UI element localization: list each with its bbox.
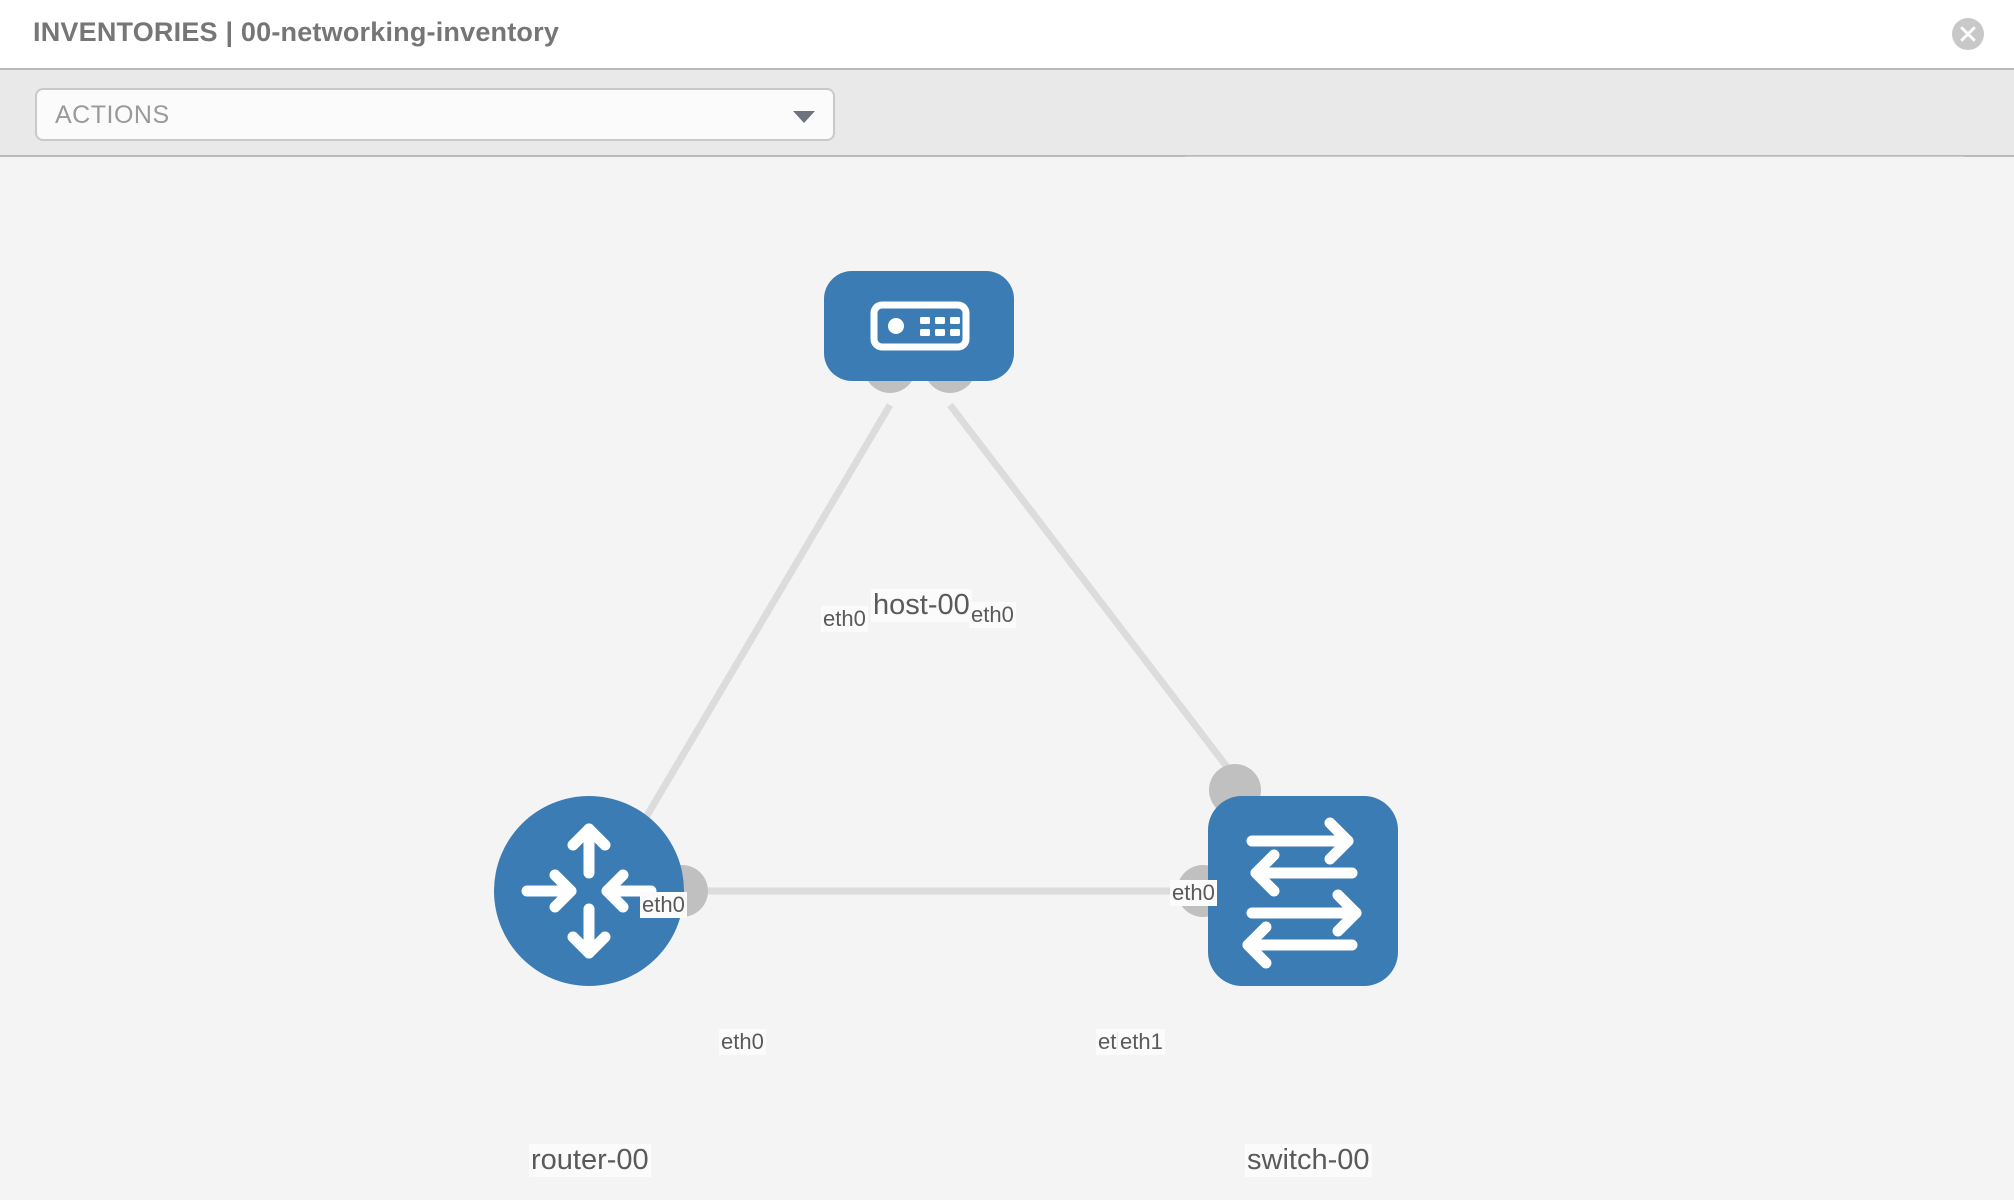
node-label-switch-00[interactable]: switch-00 (1245, 1144, 1372, 1177)
node-label-host-00[interactable]: host-00 (871, 589, 972, 622)
node-host-00 (824, 271, 1014, 381)
topology-links (596, 402, 1253, 897)
node-router-00 (494, 796, 684, 986)
topology-canvas[interactable]: host-00 router-00 switch-00 eth0 eth0 et… (0, 157, 2014, 1200)
toolbar: ACTIONS (0, 68, 2014, 209)
page-header: INVENTORIES | 00-networking-inventory (0, 0, 2014, 68)
iface-label-switch-west-eth1: eth1 (1118, 1029, 1165, 1055)
iface-label-host-right: eth0 (969, 602, 1016, 628)
topology-ports (656, 341, 1261, 917)
iface-label-switch-north: eth0 (1170, 880, 1217, 906)
iface-label-router-east: eth0 (719, 1029, 766, 1055)
chevron-down-icon (793, 111, 815, 123)
iface-label-host-left: eth0 (821, 606, 868, 632)
node-switch-00 (1208, 796, 1398, 986)
switch-arrows-icon (1242, 817, 1362, 969)
server-icon (870, 301, 970, 351)
link-host-switch (947, 402, 1253, 800)
actions-dropdown-label: ACTIONS (55, 101, 170, 129)
iface-label-router-north: eth0 (640, 892, 687, 918)
node-label-router-00[interactable]: router-00 (529, 1144, 651, 1177)
actions-dropdown[interactable]: ACTIONS (35, 88, 835, 141)
close-icon[interactable] (1952, 18, 1984, 50)
link-host-router (596, 403, 894, 897)
router-arrows-icon (521, 823, 657, 959)
page-title: INVENTORIES | 00-networking-inventory (33, 17, 560, 47)
